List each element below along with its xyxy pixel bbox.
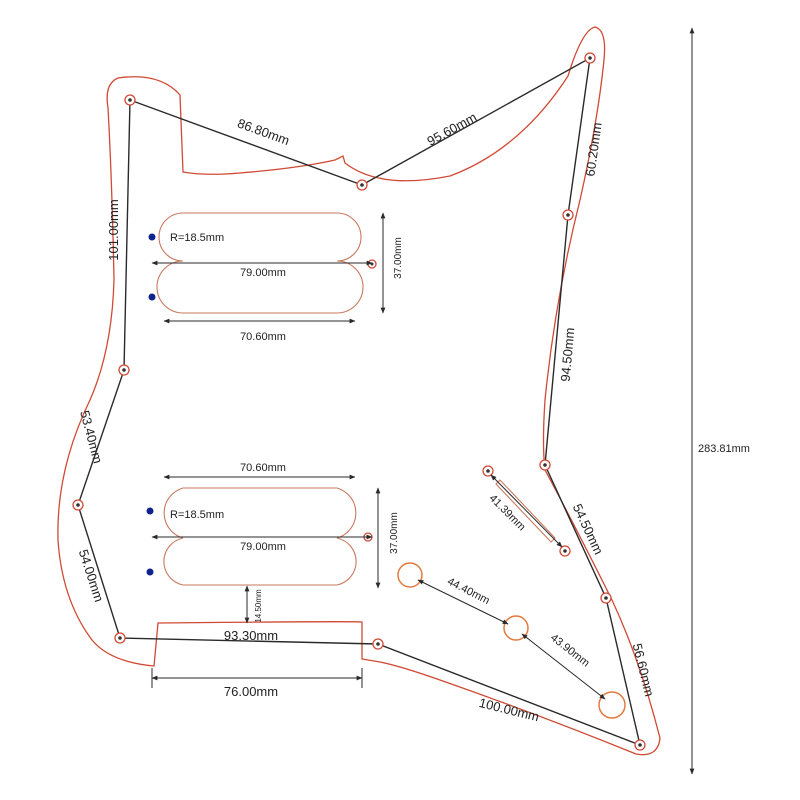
knob-spacing-line-1 xyxy=(417,579,509,625)
dim-top-right: 95.60mm xyxy=(424,109,479,148)
upper-pickup-height: 37.00mm xyxy=(393,237,404,279)
knob-spacing-second: 43.90mm xyxy=(548,632,592,670)
dim-right-top: 60.20mm xyxy=(582,121,604,177)
knob-spacing-first: 44.40mm xyxy=(445,576,491,608)
lower-pickup-radius: R=18.5mm xyxy=(170,509,224,521)
bottom-cutout-width: 76.00mm xyxy=(224,684,278,699)
switch-slot-dimension-line xyxy=(490,474,563,548)
marker-dots xyxy=(146,233,156,576)
dim-right-upper: 94.50mm xyxy=(558,327,578,382)
lower-pickup-inner-width: 70.60mm xyxy=(240,462,286,474)
dim-bottom-left: 93.30mm xyxy=(224,628,278,643)
screw-holes xyxy=(72,52,646,751)
knob-holes xyxy=(397,562,626,719)
upper-pickup-cutout xyxy=(156,212,364,314)
dim-left-upper: 101.00mm xyxy=(106,199,121,260)
dim-top-left: 86.80mm xyxy=(236,115,292,148)
upper-pickup-radius: R=18.5mm xyxy=(170,232,224,244)
dim-right-middle: 54.50mm xyxy=(570,501,607,556)
pickguard-outline xyxy=(57,26,661,756)
upper-pickup-inner-width: 70.60mm xyxy=(240,331,286,343)
upper-pickup-width: 79.00mm xyxy=(240,267,286,279)
lower-pickup-height: 37.00mm xyxy=(389,512,400,554)
dim-right-lower: 56.60mm xyxy=(630,642,658,698)
lower-pickup-offset: 14.50mm xyxy=(254,589,263,623)
lower-pickup-width: 79.00mm xyxy=(240,541,286,553)
knob-spacing-line-2 xyxy=(521,633,606,700)
overall-height-label: 283.81mm xyxy=(698,443,750,455)
dim-left-lower: 54.00mm xyxy=(76,548,107,604)
switch-slot-length: 41.39mm xyxy=(487,492,528,533)
dim-bottom-right: 100.00mm xyxy=(477,695,540,724)
lower-pickup-cutout xyxy=(163,487,357,586)
screw-chain-line xyxy=(77,56,641,747)
